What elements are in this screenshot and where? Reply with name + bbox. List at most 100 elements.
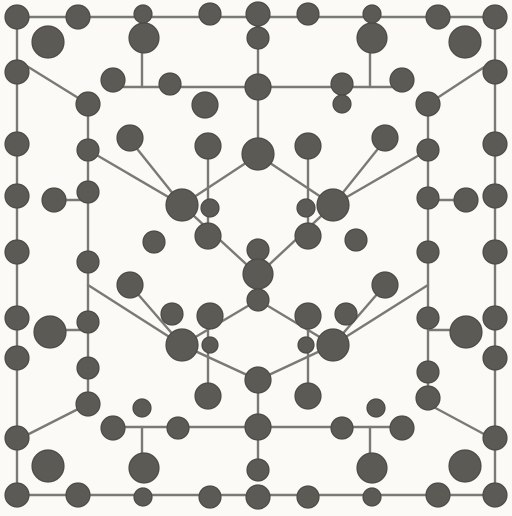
node — [65, 482, 91, 508]
node — [198, 2, 222, 26]
node — [4, 183, 30, 209]
node — [4, 239, 30, 265]
node — [294, 382, 322, 410]
node — [241, 137, 275, 171]
edge — [15, 58, 90, 106]
node — [482, 482, 508, 508]
node — [128, 22, 160, 54]
node — [371, 124, 399, 152]
node — [4, 59, 30, 85]
node — [416, 138, 440, 162]
node — [246, 238, 270, 262]
node — [415, 91, 441, 117]
node — [482, 131, 508, 157]
node — [160, 302, 184, 326]
node — [242, 258, 274, 290]
node — [246, 458, 270, 482]
node — [41, 187, 67, 213]
node — [142, 230, 166, 254]
nodes — [4, 1, 508, 510]
node — [4, 305, 30, 331]
node — [356, 22, 388, 54]
edge — [86, 283, 184, 347]
node — [76, 250, 100, 274]
node — [425, 482, 451, 508]
node — [366, 398, 386, 418]
node — [75, 391, 101, 417]
node — [316, 328, 350, 362]
node — [158, 72, 182, 96]
node — [133, 487, 153, 507]
node — [448, 449, 482, 483]
edge — [331, 283, 430, 347]
node — [297, 336, 315, 354]
node — [200, 198, 220, 218]
node — [4, 482, 30, 508]
node — [482, 59, 508, 85]
node — [415, 385, 441, 411]
node — [482, 345, 508, 371]
node — [362, 4, 382, 24]
node — [245, 484, 271, 510]
node — [330, 72, 354, 96]
node — [482, 239, 508, 265]
node — [294, 132, 322, 160]
node — [116, 271, 144, 299]
node — [76, 138, 100, 162]
node — [31, 25, 65, 59]
node — [356, 452, 388, 484]
node — [294, 302, 322, 330]
node — [449, 315, 483, 349]
node — [201, 336, 219, 354]
node — [75, 91, 101, 117]
node — [133, 4, 153, 24]
node — [244, 366, 272, 394]
node — [482, 305, 508, 331]
node — [371, 271, 399, 299]
node — [165, 188, 199, 222]
node — [416, 306, 440, 330]
node — [196, 302, 224, 330]
edge — [86, 148, 184, 207]
node — [31, 449, 65, 483]
node — [416, 360, 440, 384]
node — [100, 67, 126, 93]
node — [245, 1, 271, 27]
node — [330, 416, 354, 440]
node — [316, 188, 350, 222]
node — [76, 356, 100, 380]
node — [33, 315, 67, 349]
node — [389, 67, 415, 93]
node — [132, 398, 152, 418]
node — [244, 73, 272, 101]
node — [4, 4, 30, 30]
node — [128, 452, 160, 484]
node — [194, 382, 222, 410]
node — [389, 415, 415, 441]
node — [166, 416, 190, 440]
node — [4, 345, 30, 371]
node — [246, 26, 270, 50]
node — [76, 310, 100, 334]
node — [246, 288, 270, 312]
node — [165, 328, 199, 362]
node — [294, 222, 322, 250]
node — [100, 415, 126, 441]
node — [198, 485, 222, 509]
edge — [331, 148, 430, 207]
node — [296, 485, 320, 509]
node — [334, 302, 358, 326]
node — [482, 183, 508, 209]
node — [116, 124, 144, 152]
node — [416, 240, 440, 264]
node — [194, 132, 222, 160]
node — [453, 187, 479, 213]
node — [362, 487, 382, 507]
node — [482, 4, 508, 30]
node — [482, 425, 508, 451]
node — [76, 180, 100, 204]
node — [296, 198, 316, 218]
node — [296, 2, 320, 26]
